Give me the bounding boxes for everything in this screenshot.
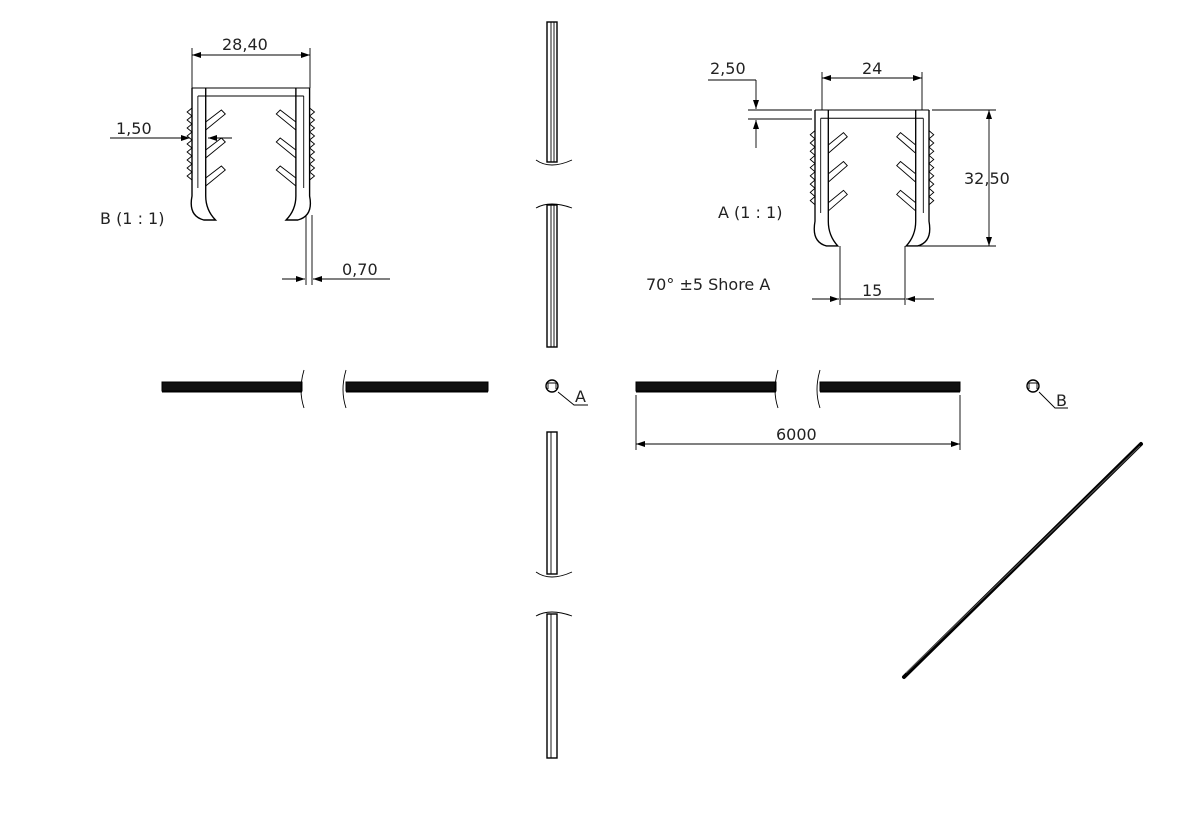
detail-a-lip-dim: 2,50 xyxy=(710,59,746,78)
detail-b-gap-dim: 0,70 xyxy=(342,260,378,279)
hardness-spec: 70° ±5 Shore A xyxy=(646,275,770,294)
detail-a-inner-width-dim: 24 xyxy=(862,59,882,78)
isometric-view xyxy=(902,442,1143,679)
callout-b-label: B xyxy=(1056,391,1067,410)
callout-a-label: A xyxy=(575,387,586,406)
detail-a-opening-dim: 15 xyxy=(862,281,882,300)
vertical-view-top xyxy=(535,21,573,348)
detail-b-label: B (1 : 1) xyxy=(100,209,164,228)
detail-b-wall-dim: 1,50 xyxy=(116,119,152,138)
length-dim: 6000 xyxy=(776,425,817,444)
horizontal-view-left xyxy=(161,369,489,409)
callout-a-symbol xyxy=(545,379,588,406)
vertical-view-bottom xyxy=(535,431,573,759)
detail-a-label: A (1 : 1) xyxy=(718,203,782,222)
horizontal-view-right xyxy=(635,369,961,450)
detail-b-profile xyxy=(110,48,390,285)
detail-a-height-dim: 32,50 xyxy=(964,169,1010,188)
callout-b-symbol xyxy=(1026,379,1068,409)
detail-b-width-dim: 28,40 xyxy=(222,35,268,54)
detail-a-profile xyxy=(708,72,996,305)
